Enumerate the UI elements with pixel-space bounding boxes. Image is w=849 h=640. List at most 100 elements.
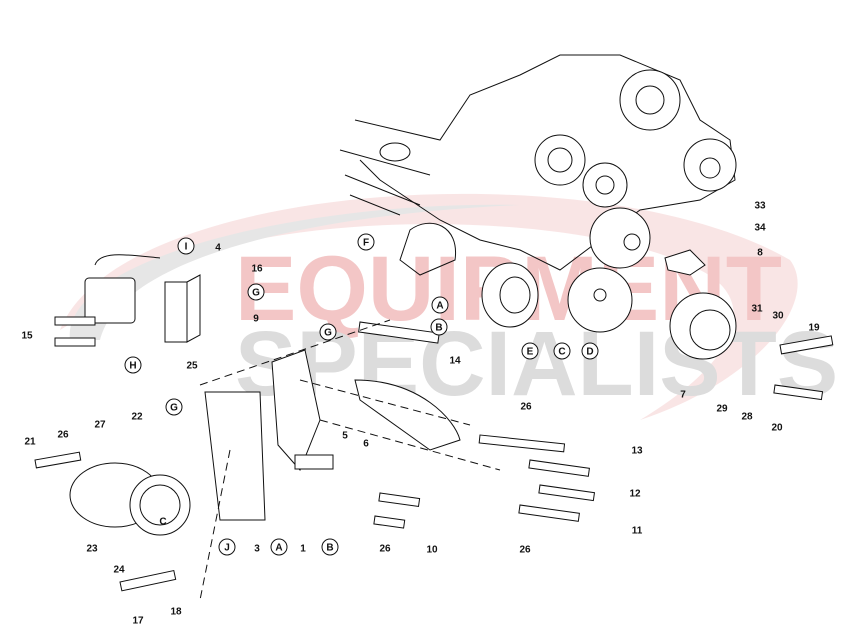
callout-circle — [247, 283, 265, 301]
callout-text: 26 — [57, 430, 69, 441]
callout-text: 26 — [520, 402, 532, 413]
callout-text: 19 — [808, 323, 820, 334]
callout-19: 19 — [808, 323, 820, 334]
callout-g: G — [247, 283, 265, 301]
callout-text: E — [527, 347, 534, 358]
callout-circle — [553, 342, 571, 360]
callout-text: A — [275, 543, 282, 554]
callout-text: I — [185, 242, 188, 253]
callout-text: 31 — [751, 304, 763, 315]
callout-11: 11 — [632, 526, 643, 537]
callout-text: 12 — [629, 489, 641, 500]
callout-text: 18 — [170, 607, 182, 618]
callout-text: 15 — [21, 331, 33, 342]
callout-13: 13 — [631, 446, 643, 457]
callout-circle — [521, 342, 539, 360]
callout-text: 27 — [94, 420, 106, 431]
callout-text: 34 — [754, 223, 766, 234]
callout-33: 33 — [754, 201, 766, 212]
callout-text: 10 — [426, 545, 438, 556]
callout-g: G — [319, 323, 337, 341]
callout-text: 8 — [757, 248, 763, 259]
engine-drawing — [339, 54, 737, 360]
callout-17: 17 — [132, 616, 144, 627]
callout-16: 16 — [251, 264, 263, 275]
callout-26: 26 — [519, 545, 531, 556]
callout-18: 18 — [170, 607, 182, 618]
callout-circle — [319, 323, 337, 341]
callout-circle — [177, 237, 195, 255]
callout-text: 16 — [251, 264, 263, 275]
callout-circle — [431, 296, 449, 314]
callout-h: H — [124, 356, 142, 374]
callout-22: 22 — [131, 412, 143, 423]
callout-circle — [581, 342, 599, 360]
callout-10: 10 — [426, 545, 438, 556]
callout-12: 12 — [629, 489, 641, 500]
callout-7: 7 — [680, 390, 686, 401]
callout-c: C — [553, 342, 571, 360]
brackets-and-parts — [34, 254, 834, 601]
callout-text: 23 — [86, 544, 98, 555]
callout-text: 17 — [132, 616, 144, 627]
callout-text: 28 — [741, 412, 753, 423]
callout-j: J — [218, 538, 236, 556]
callout-circle — [430, 318, 448, 336]
callout-34: 34 — [754, 223, 766, 234]
callout-23: 23 — [86, 544, 98, 555]
callout-circle — [218, 538, 236, 556]
callout-a: A — [270, 538, 288, 556]
callout-text: 13 — [631, 446, 643, 457]
callout-i: I — [177, 237, 195, 255]
callout-text: B — [326, 543, 333, 554]
callout-text: 33 — [754, 201, 766, 212]
callout-text: 14 — [449, 356, 461, 367]
callout-text: 9 — [253, 314, 259, 325]
callout-text: 26 — [379, 544, 391, 555]
callout-circle — [270, 538, 288, 556]
callout-d: D — [581, 342, 599, 360]
callout-f: F — [357, 233, 375, 251]
callout-text: 20 — [771, 423, 783, 434]
callout-14: 14 — [449, 356, 461, 367]
callout-28: 28 — [741, 412, 753, 423]
callout-text: 30 — [772, 311, 784, 322]
callout-a: A — [431, 296, 449, 314]
callout-27: 27 — [94, 420, 106, 431]
callout-text: J — [224, 543, 230, 554]
callout-text: 22 — [131, 412, 143, 423]
callout-9: 9 — [253, 314, 259, 325]
callout-text: 11 — [632, 526, 643, 537]
callout-6: 6 — [363, 439, 369, 450]
callout-circle — [321, 538, 339, 556]
callout-text: G — [170, 403, 178, 414]
callout-text: H — [129, 361, 136, 372]
callout-30: 30 — [772, 311, 784, 322]
callout-text: 3 — [254, 544, 260, 555]
callout-b: B — [321, 538, 339, 556]
callout-text: 6 — [363, 439, 369, 450]
callout-1: 1 — [300, 544, 306, 555]
callout-text: 25 — [186, 361, 198, 372]
callout-text: 21 — [24, 437, 36, 448]
callout-text: C — [558, 347, 565, 358]
callout-20: 20 — [771, 423, 783, 434]
callout-29: 29 — [716, 404, 728, 415]
callout-text: A — [436, 301, 443, 312]
callout-circle — [165, 398, 183, 416]
callout-4: 4 — [215, 243, 221, 254]
callout-5: 5 — [342, 431, 348, 442]
callout-text: 1 — [300, 544, 306, 555]
callout-text: 5 — [342, 431, 348, 442]
callout-25: 25 — [186, 361, 198, 372]
callout-text: 7 — [680, 390, 686, 401]
callout-26: 26 — [57, 430, 69, 441]
callout-text: 29 — [716, 404, 728, 415]
callout-15: 15 — [21, 331, 33, 342]
callout-b: B — [430, 318, 448, 336]
callout-text: 26 — [519, 545, 531, 556]
callout-c: C — [159, 517, 166, 528]
